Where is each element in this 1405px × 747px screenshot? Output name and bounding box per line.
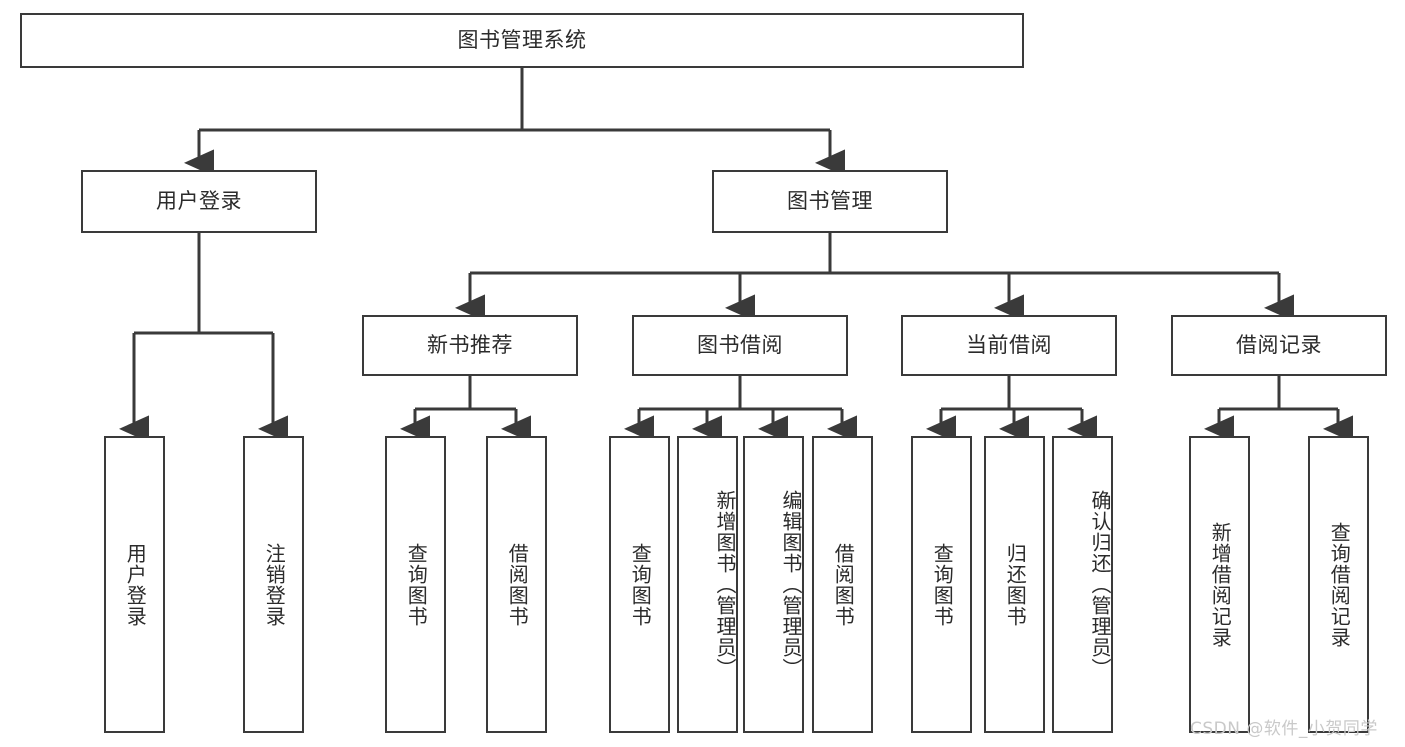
leaf-add-book-label: 新增图书（管理员） bbox=[713, 490, 737, 679]
leaf-return-book-label: 归还图书 bbox=[1003, 542, 1028, 627]
node-borrow-record-label: 借阅记录 bbox=[1236, 333, 1322, 358]
node-current-borrow[interactable]: 当前借阅 bbox=[901, 315, 1117, 376]
leaf-borrow-book-1-label: 借阅图书 bbox=[505, 542, 530, 627]
leaf-return-book[interactable]: 归还图书 bbox=[984, 436, 1045, 733]
leaf-confirm-return-label: 确认归还（管理员） bbox=[1088, 490, 1112, 679]
node-current-borrow-label: 当前借阅 bbox=[966, 333, 1052, 358]
watermark: CSDN @软件_小贺同学 bbox=[1190, 719, 1378, 739]
leaf-user-login-label: 用户登录 bbox=[123, 542, 148, 627]
leaf-query-book-1[interactable]: 查询图书 bbox=[385, 436, 446, 733]
leaf-user-login[interactable]: 用户登录 bbox=[104, 436, 165, 733]
leaf-query-book-1-label: 查询图书 bbox=[404, 542, 429, 627]
node-root[interactable]: 图书管理系统 bbox=[20, 13, 1024, 68]
node-book-manage-label: 图书管理 bbox=[787, 189, 873, 214]
node-user-login-label: 用户登录 bbox=[156, 189, 242, 214]
leaf-query-book-3[interactable]: 查询图书 bbox=[911, 436, 972, 733]
node-new-book-recommend[interactable]: 新书推荐 bbox=[362, 315, 578, 376]
node-user-login[interactable]: 用户登录 bbox=[81, 170, 317, 233]
leaf-query-book-3-label: 查询图书 bbox=[930, 542, 955, 627]
node-book-manage[interactable]: 图书管理 bbox=[712, 170, 948, 233]
leaf-borrow-book-1[interactable]: 借阅图书 bbox=[486, 436, 547, 733]
leaf-query-book-2[interactable]: 查询图书 bbox=[609, 436, 670, 733]
leaf-add-borrow-record[interactable]: 新增借阅记录 bbox=[1189, 436, 1250, 733]
leaf-edit-book[interactable]: 编辑图书（管理员） bbox=[743, 436, 804, 733]
leaf-query-book-2-label: 查询图书 bbox=[628, 542, 653, 627]
leaf-query-borrow-record-label: 查询借阅记录 bbox=[1327, 521, 1352, 648]
node-book-borrow-label: 图书借阅 bbox=[697, 333, 783, 358]
leaf-add-borrow-record-label: 新增借阅记录 bbox=[1208, 521, 1233, 648]
leaf-edit-book-label: 编辑图书（管理员） bbox=[779, 490, 803, 679]
node-borrow-record[interactable]: 借阅记录 bbox=[1171, 315, 1387, 376]
leaf-borrow-book-2-label: 借阅图书 bbox=[831, 542, 856, 627]
node-new-book-recommend-label: 新书推荐 bbox=[427, 333, 513, 358]
leaf-query-borrow-record[interactable]: 查询借阅记录 bbox=[1308, 436, 1369, 733]
leaf-borrow-book-2[interactable]: 借阅图书 bbox=[812, 436, 873, 733]
leaf-user-logout-label: 注销登录 bbox=[262, 542, 287, 627]
node-root-label: 图书管理系统 bbox=[457, 28, 587, 53]
node-book-borrow[interactable]: 图书借阅 bbox=[632, 315, 848, 376]
leaf-confirm-return[interactable]: 确认归还（管理员） bbox=[1052, 436, 1113, 733]
leaf-user-logout[interactable]: 注销登录 bbox=[243, 436, 304, 733]
leaf-add-book[interactable]: 新增图书（管理员） bbox=[677, 436, 738, 733]
